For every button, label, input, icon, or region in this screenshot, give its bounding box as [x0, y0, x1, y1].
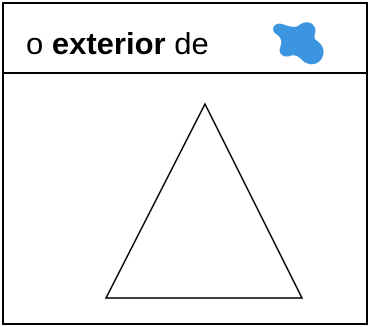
phrase-text: o exterior de: [26, 26, 209, 62]
phrase-article: o: [26, 26, 44, 61]
phrase-keyword: exterior: [51, 26, 166, 61]
triangle-figure: [104, 102, 304, 299]
card-header: o exterior de: [4, 4, 366, 74]
phrase-preposition: de: [174, 26, 209, 61]
blue-blob-icon: [273, 22, 324, 65]
exterior-card: o exterior de: [2, 2, 368, 325]
triangle-shape: [104, 102, 304, 299]
